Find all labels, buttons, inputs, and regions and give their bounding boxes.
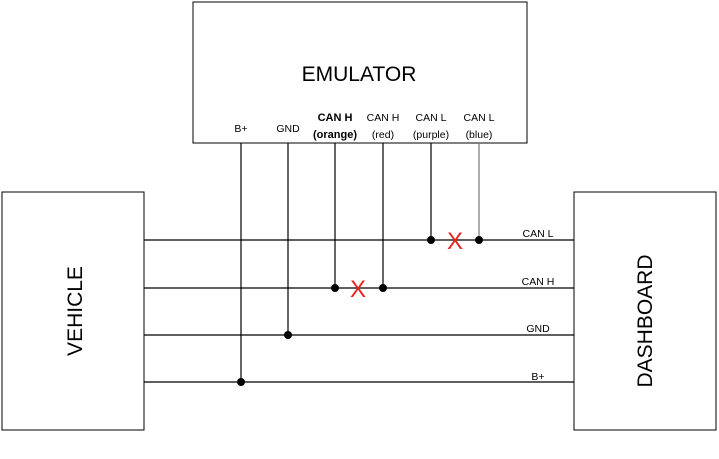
dashboard-box <box>573 191 717 431</box>
dashboard-title: DASHBOARD <box>634 254 657 387</box>
can-l-blue-junction <box>475 236 483 244</box>
can-h-cut-mark: X <box>350 276 366 303</box>
pin-label-can-h-red-color: (red) <box>372 129 394 141</box>
pin-label-can-l-purple-name: CAN L <box>416 112 447 124</box>
pin-label-gnd: GND <box>276 123 300 135</box>
emulator-title: EMULATOR <box>302 63 417 86</box>
can-h-orange-junction <box>331 284 339 292</box>
can-l-purple-junction <box>427 236 435 244</box>
vehicle-box <box>1 191 145 431</box>
gnd-junction <box>284 331 292 339</box>
wire-label-can-h: CAN H <box>522 276 555 288</box>
pin-label-can-h-orange-color: (orange) <box>313 129 357 141</box>
can-h-red-junction <box>379 284 387 292</box>
pin-label-can-l-purple-color: (purple) <box>413 129 449 141</box>
pin-label-can-h-red-name: CAN H <box>367 112 400 124</box>
emulator-box <box>192 1 528 144</box>
pin-label-can-h-orange-name: CAN H <box>318 112 353 124</box>
bplus-junction <box>237 378 245 386</box>
can-l-cut-mark: X <box>447 228 463 255</box>
vehicle-title: VEHICLE <box>64 266 87 356</box>
wire-label-gnd: GND <box>526 323 550 335</box>
pin-label-can-l-blue-name: CAN L <box>464 112 495 124</box>
pin-label-bplus: B+ <box>234 123 247 135</box>
wire-label-can-l: CAN L <box>523 228 554 240</box>
wire-label-bplus: B+ <box>531 371 544 383</box>
pin-label-can-l-blue-color: (blue) <box>466 129 493 141</box>
